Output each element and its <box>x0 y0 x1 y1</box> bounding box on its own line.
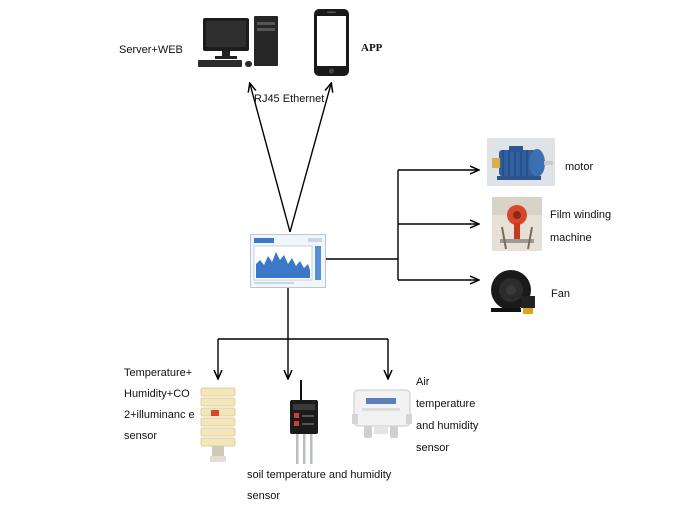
arrow-to-app <box>289 84 331 233</box>
film-winding-machine-icon <box>492 197 542 251</box>
soil-sensor-label: soil temperature and humidity sensor <box>247 469 392 502</box>
desktop-computer-icon <box>198 16 278 67</box>
multi-sensor-label: Temperature+ Humidity+CO 2+illuminanc e … <box>124 367 195 442</box>
ethernet-label: RJ45 Ethernet <box>254 93 325 105</box>
server-label: Server+WEB <box>119 44 183 56</box>
soil-sensor-icon <box>290 380 318 464</box>
app-label: APP <box>361 42 383 54</box>
multi-sensor-icon <box>200 387 236 462</box>
fan-label: Fan <box>551 288 570 300</box>
air-sensor-label: Air temperature and humidity sensor <box>416 376 479 454</box>
controller-monitor-icon <box>250 234 326 288</box>
film-winding-machine-label: Film winding machine <box>550 209 612 244</box>
motor-icon <box>487 138 555 186</box>
motor-label: motor <box>565 161 594 173</box>
arrow-to-server <box>250 84 291 233</box>
fan-icon <box>491 270 535 314</box>
air-sensor-icon <box>352 389 412 438</box>
smartphone-icon <box>314 9 349 76</box>
